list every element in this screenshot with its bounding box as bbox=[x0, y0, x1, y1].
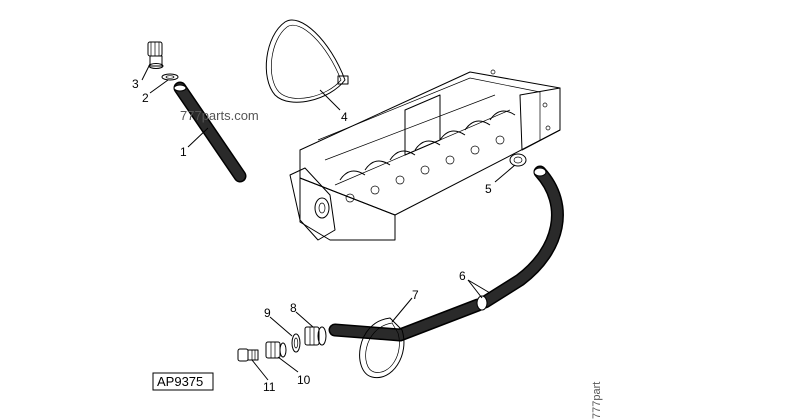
callout-11: 11 bbox=[263, 380, 276, 394]
callout-9: 9 bbox=[264, 306, 271, 320]
part-5-outlet-fitting bbox=[509, 153, 527, 167]
part-10-nut bbox=[265, 341, 287, 359]
rotor-housing-assembly bbox=[289, 69, 561, 241]
lower-hose bbox=[328, 295, 488, 342]
watermark-vertical: 777part bbox=[591, 382, 603, 419]
part-3-cap-fitting bbox=[147, 41, 164, 69]
callout-5: 5 bbox=[485, 182, 492, 196]
callout-10: 10 bbox=[297, 373, 311, 387]
callout-labels: 1 2 3 4 5 6 7 8 9 10 11 bbox=[132, 77, 492, 394]
callout-7: 7 bbox=[412, 288, 419, 302]
part-6-curved-hose bbox=[478, 165, 564, 309]
part-4-band-clamp bbox=[265, 19, 349, 103]
part-2-washer bbox=[161, 73, 179, 81]
callout-2: 2 bbox=[142, 91, 149, 105]
part-1-straight-hose bbox=[173, 81, 247, 183]
leader-lines bbox=[141, 63, 516, 381]
callout-1: 1 bbox=[180, 145, 187, 159]
reference-code-box: AP9375 bbox=[152, 372, 214, 391]
part-11-small-fitting bbox=[237, 348, 259, 362]
callout-4: 4 bbox=[341, 110, 348, 124]
callout-8: 8 bbox=[290, 301, 297, 315]
watermark-horizontal: 777parts.com bbox=[180, 108, 259, 123]
callout-3: 3 bbox=[132, 77, 139, 91]
callout-6: 6 bbox=[459, 269, 466, 283]
part-9-o-ring bbox=[291, 333, 301, 353]
reference-code: AP9375 bbox=[157, 374, 203, 389]
part-8-fitting bbox=[304, 326, 327, 346]
part-7-hose-clamp bbox=[359, 317, 405, 379]
